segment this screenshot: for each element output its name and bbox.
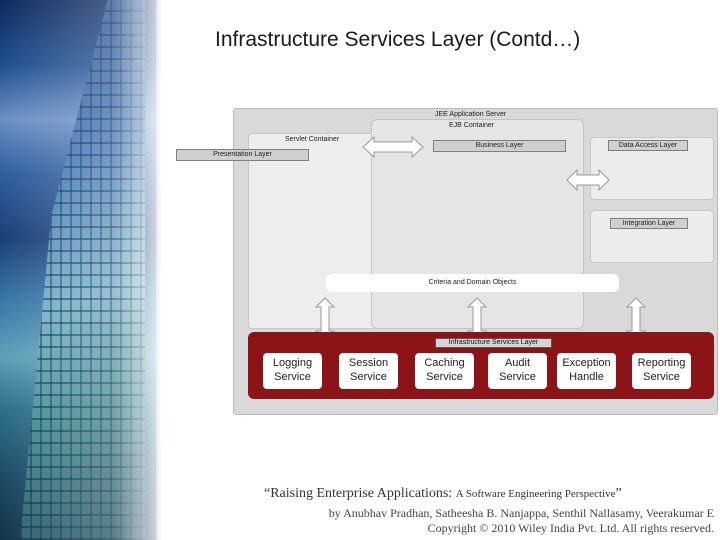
copyright: Copyright © 2010 Wiley India Pvt. Ltd. A… (427, 521, 714, 535)
service-line1: Reporting (637, 357, 686, 369)
service-line2: Service (350, 371, 387, 383)
service-line1: Audit (504, 357, 531, 369)
book-subtitle: A Software Engineering Perspective (455, 488, 616, 500)
ejb-container-label: EJB Container (449, 122, 495, 129)
bidirectional-arrow-icon (362, 136, 424, 158)
service-line1: Session (348, 357, 389, 369)
infrastructure-services-label: Infrastructure Services Layer (435, 338, 552, 348)
presentation-layer: Presentation Layer (176, 149, 309, 161)
service-line2: Service (274, 371, 311, 383)
logging-service: Logging Service (263, 353, 322, 389)
audit-service: Audit Service (488, 353, 547, 389)
session-service: Session Service (339, 353, 398, 389)
service-line2: Service (643, 371, 680, 383)
service-line1: Caching (424, 357, 465, 369)
business-layer: Business Layer (433, 140, 566, 152)
servlet-container (248, 133, 376, 329)
reporting-service: Reporting Service (632, 353, 691, 389)
bidirectional-arrow-icon (566, 169, 610, 191)
service-line1: Logging (272, 357, 313, 369)
criteria-domain-objects: Criteria and Domain Objects (326, 274, 619, 292)
close-quote: ” (615, 486, 622, 501)
caching-service: Caching Service (415, 353, 474, 389)
book-title: “Raising Enterprise Applications: (264, 486, 453, 501)
servlet-container-label: Servlet Container (285, 136, 340, 143)
authors: by Anubhav Pradhan, Satheesha B. Nanjapp… (328, 506, 714, 520)
integration-layer: Integration Layer (610, 218, 688, 229)
book-citation: “Raising Enterprise Applications: A Soft… (264, 486, 622, 502)
service-line2: Service (426, 371, 463, 383)
slide-title: Infrastructure Services Layer (Contd…) (215, 28, 581, 51)
jee-server-label: JEE Application Server (435, 111, 507, 118)
service-line2: Service (499, 371, 536, 383)
exception-handle: Exception Handle (557, 353, 616, 389)
building-photo (0, 0, 162, 540)
service-line1: Exception (562, 357, 611, 369)
service-line2: Handle (569, 371, 604, 383)
data-access-layer: Data Access Layer (608, 140, 688, 151)
